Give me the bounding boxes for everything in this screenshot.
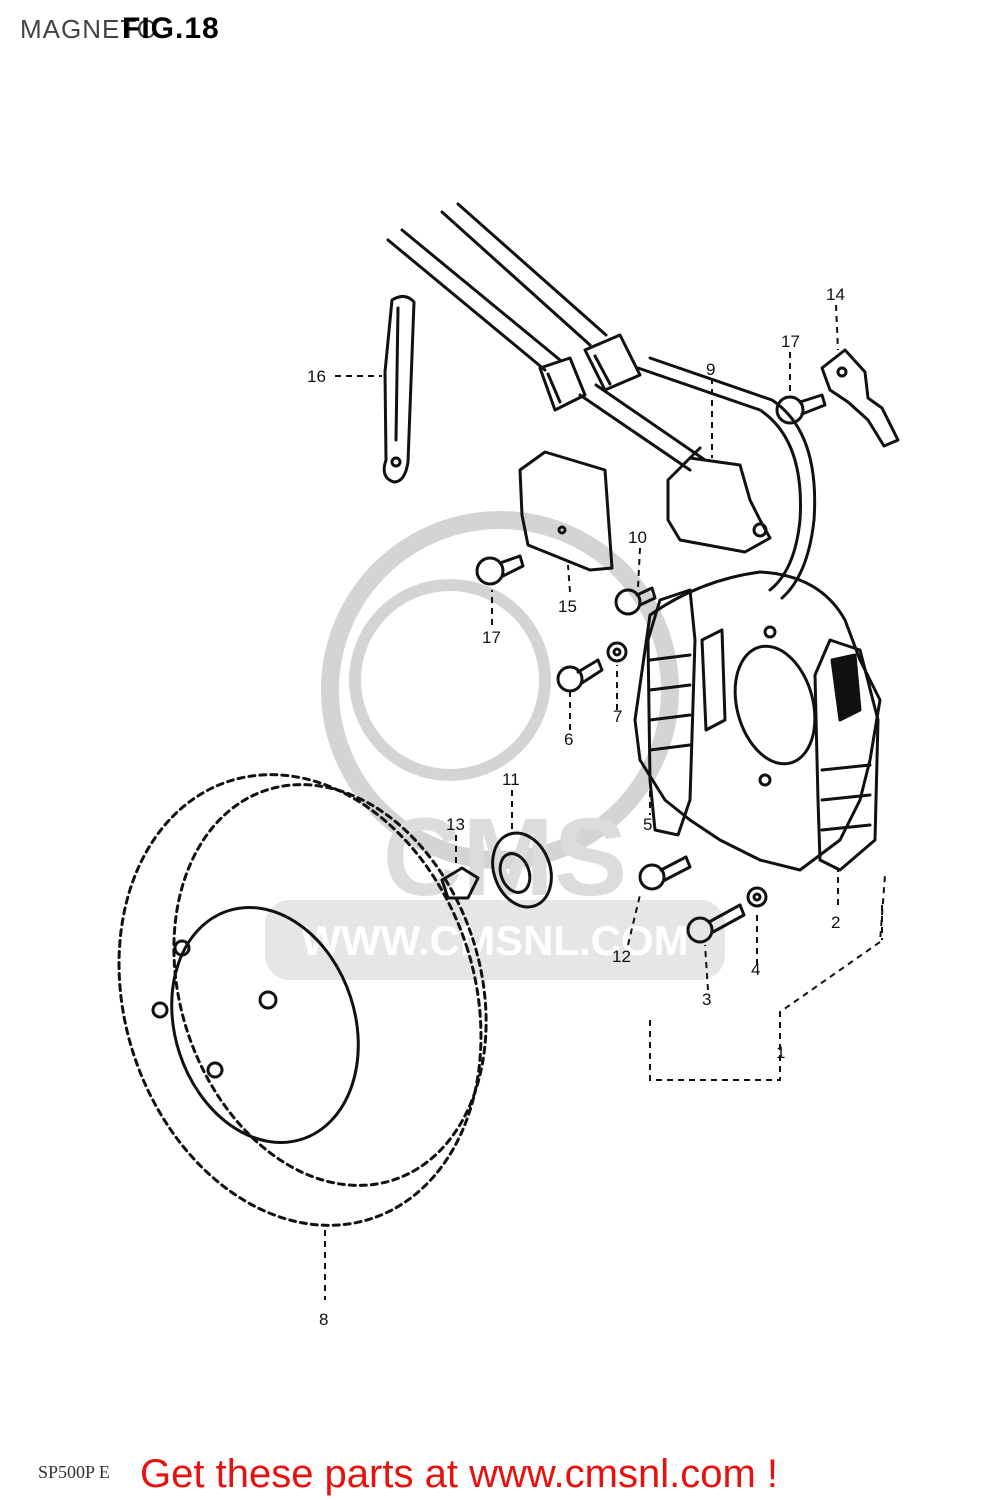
part-17-screw-lower [475, 554, 525, 586]
part-2-lighting-coil [813, 638, 880, 872]
wire-coupler-right [583, 333, 642, 392]
callout-17-upper: 17 [781, 332, 800, 351]
leader-lines [324, 304, 886, 1300]
figure-number: FIG.18 [122, 12, 220, 45]
cms-watermark: CMS WWW.CMSNL.COM [265, 511, 725, 980]
callout-8: 8 [319, 1310, 328, 1329]
wire-coupler-left [538, 356, 587, 412]
callout-17-lower: 17 [482, 628, 501, 647]
part-15-cover [518, 450, 614, 572]
part-12-screw [638, 855, 692, 891]
callout-2: 2 [831, 913, 840, 932]
part-5-charging-coil [646, 588, 727, 837]
part-4-washer [746, 886, 768, 908]
callout-10: 10 [628, 528, 647, 547]
watermark-site-text: WWW.CMSNL.COM [301, 917, 688, 964]
callout-14: 14 [826, 285, 845, 304]
part-8-rotor [117, 773, 488, 1227]
part-13-key [440, 866, 480, 900]
parts-link-banner[interactable]: Get these parts at www.cmsnl.com ! [140, 1452, 778, 1496]
part-16-clamp [382, 295, 416, 484]
callout-1: 1 [776, 1043, 785, 1062]
part-17-screw-upper [775, 393, 827, 425]
part-9-pickup-coil [666, 446, 772, 554]
callout-15: 15 [558, 597, 577, 616]
part-14-bracket [820, 348, 900, 448]
callout-13: 13 [446, 815, 465, 834]
callout-9: 9 [706, 360, 715, 379]
callout-7: 7 [613, 707, 622, 726]
part-11-seal [491, 831, 553, 909]
callout-3: 3 [702, 990, 711, 1009]
part-10-screw [614, 586, 657, 616]
stator-base-plate [633, 570, 882, 872]
callout-16: 16 [307, 367, 326, 386]
part-3-screw [686, 903, 746, 944]
wire-harness [386, 202, 817, 600]
callout-6: 6 [564, 730, 573, 749]
callout-11: 11 [502, 770, 520, 789]
callout-5: 5 [643, 815, 652, 834]
callout-4: 4 [751, 960, 760, 979]
callout-labels: 1 2 3 4 5 6 7 8 9 10 11 12 13 14 15 16 1… [307, 285, 845, 1329]
diagram-code: SP500P E [38, 1462, 110, 1482]
part-7-washer [606, 641, 628, 663]
callout-12: 12 [612, 947, 631, 966]
part-6-screw [556, 658, 604, 693]
diagram-section-title: MAGNETO [20, 14, 158, 44]
